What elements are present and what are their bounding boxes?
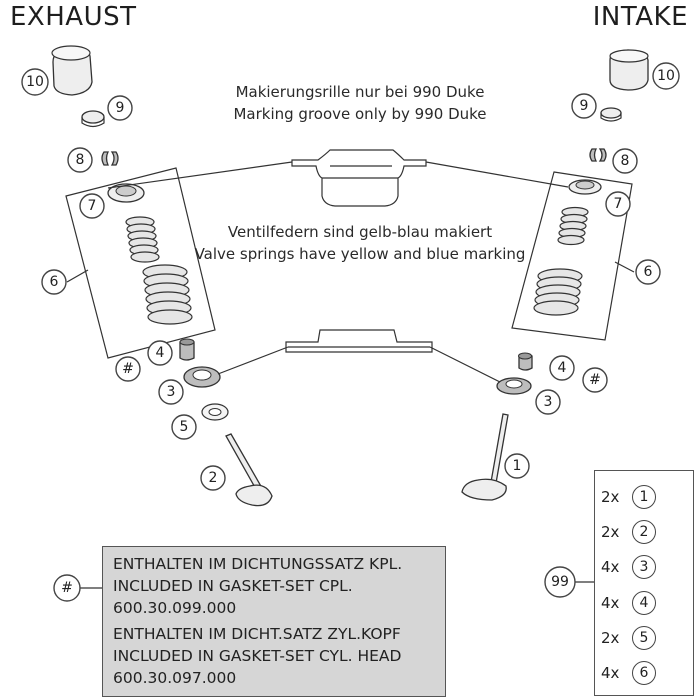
intake-bucket-tappet [609,49,649,91]
gasket-set-cylinder-head-de: ENTHALTEN IM DICHT.SATZ ZYL.KOPF [113,625,401,643]
marking-groove-note-en: Marking groove only by 990 Duke [233,105,487,123]
kit-row-part: 2 [632,520,656,544]
kit-row-qty: 2x [601,523,620,541]
exhaust-callout-8: 8 [76,152,85,168]
kit-row-qty: 2x [601,629,620,647]
kit-row-qty: 4x [601,594,620,612]
gasket-set-cylinder-head-en: INCLUDED IN GASKET-SET CYL. HEAD [113,647,402,665]
kit-row-part: 4 [632,591,656,615]
kit-99-contents: 2x 1 2x 2 4x 3 4x 4 2x 5 4x 6 [594,470,694,696]
gasket-set-complete-en: INCLUDED IN GASKET-SET CPL. [113,577,353,595]
kit-row-part: 6 [632,661,656,685]
intake-callout-7: 7 [614,196,623,212]
exhaust-header: EXHAUST [10,2,137,32]
exhaust-callout-6: 6 [50,274,59,290]
intake-callout-hash: # [589,372,601,388]
exhaust-valve-stem-seal [179,338,195,361]
intake-callout-9: 9 [580,98,589,114]
exhaust-callout-10: 10 [26,74,44,90]
intake-spring-kit-frame [511,171,633,341]
valve-spring-note-en: Valve springs have yellow and blue marki… [194,245,526,263]
kit-row-part: 3 [632,555,656,579]
kit-row-part: 1 [632,485,656,509]
exhaust-spring-seat [183,366,221,388]
intake-shim [600,107,622,122]
intake-valve-keepers [589,148,607,162]
intake-spring-retainer [568,179,602,195]
marking-groove-note-de: Makierungsrille nur bei 990 Duke [235,83,485,101]
gasket-set-legend: ENTHALTEN IM DICHTUNGSSATZ KPL. INCLUDED… [102,546,446,697]
exhaust-spring-kit-frame [65,167,216,359]
legend-callout-hash: # [61,580,73,596]
kit-row-qty: 2x [601,488,620,506]
kit-row: 2x 1 [595,485,693,511]
intake-inner-spring [557,206,589,246]
gasket-set-cylinder-head: ENTHALTEN IM DICHT.SATZ ZYL.KOPF INCLUDE… [113,623,435,689]
gasket-set-cylinder-head-number: 600.30.097.000 [113,669,237,687]
valve-spring-note: Ventilfedern sind gelb-blau makiert Valv… [140,221,580,265]
gasket-set-complete-number: 600.30.099.000 [113,599,237,617]
exhaust-outer-spring [142,264,193,325]
intake-outer-spring [533,268,583,316]
exhaust-callout-2: 2 [209,470,218,486]
kit-row: 2x 5 [595,626,693,652]
exhaust-callout-3: 3 [167,384,176,400]
intake-valve [461,413,509,501]
kit-row: 4x 4 [595,591,693,617]
spring-seat-profile [285,329,433,353]
marking-groove-note: Makierungsrille nur bei 990 Duke Marking… [140,81,580,125]
intake-callout-4: 4 [558,360,567,376]
intake-callout-10: 10 [657,68,675,84]
intake-callout-1: 1 [513,458,522,474]
exhaust-bucket-tappet [51,45,93,96]
exhaust-spring-retainer [107,183,145,203]
kit-row-qty: 4x [601,664,620,682]
exhaust-valve-keepers [101,151,119,166]
exhaust-callout-4: 4 [156,345,165,361]
exhaust-washer [201,403,229,421]
exhaust-inner-spring [125,216,160,263]
exhaust-callout-9: 9 [116,100,125,116]
legend-callout-99: 99 [551,574,569,590]
valve-spring-note-de: Ventilfedern sind gelb-blau makiert [227,223,493,241]
exhaust-callout-7: 7 [88,198,97,214]
kit-row-part: 5 [632,626,656,650]
exhaust-callout-5: 5 [180,419,189,435]
kit-row: 2x 2 [595,520,693,546]
intake-callout-8: 8 [621,153,630,169]
exhaust-valve [225,433,273,507]
kit-row: 4x 3 [595,555,693,581]
intake-valve-stem-seal [518,352,533,371]
gasket-set-complete: ENTHALTEN IM DICHTUNGSSATZ KPL. INCLUDED… [113,553,435,619]
exhaust-callout-hash: # [122,361,134,377]
kit-row-qty: 4x [601,558,620,576]
intake-callout-3: 3 [544,394,553,410]
intake-spring-seat [496,377,532,395]
intake-header: INTAKE [592,2,688,32]
intake-callout-6: 6 [644,264,653,280]
gasket-set-complete-de: ENTHALTEN IM DICHTUNGSSATZ KPL. [113,555,403,573]
marking-groove-retainer-profile [291,149,427,207]
exhaust-shim [81,110,105,128]
kit-row: 4x 6 [595,661,693,687]
